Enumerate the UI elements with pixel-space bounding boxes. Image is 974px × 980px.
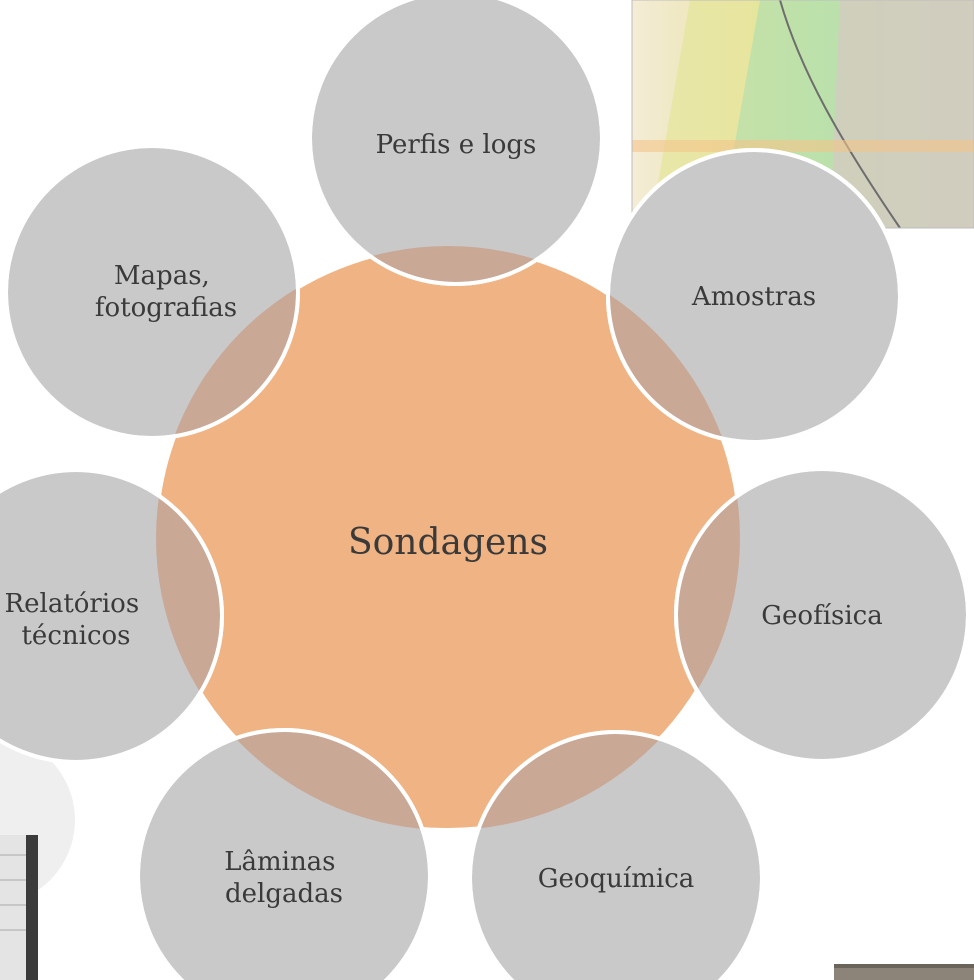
satellite-label-relatorios-line-1: Relatórios: [5, 589, 140, 619]
satellite-label-relatorios: Relatórios técnicos: [5, 589, 148, 651]
satellite-label-geofisica-line-1: Geofísica: [761, 601, 882, 631]
satellite-label-geofisica: Geofísica: [761, 601, 882, 631]
satellite-label-amostras-line-1: Amostras: [691, 282, 816, 312]
center-label: Sondagens: [348, 522, 548, 563]
overlap-amostras: [610, 246, 740, 440]
satellite-label-perfis: Perfis e logs: [376, 130, 537, 160]
core-photo-right: [834, 964, 974, 980]
satellite-label-mapas: Mapas, fotografias: [95, 261, 237, 323]
satellite-label-laminas-line-1: Lâminas: [224, 847, 335, 877]
satellite-label-mapas-line-1: Mapas,: [114, 261, 210, 291]
satellite-label-relatorios-line-2: técnicos: [21, 621, 130, 651]
satellite-label-mapas-line-2: fotografias: [95, 293, 237, 323]
overlap-mapas: [156, 246, 296, 436]
satellite-label-perfis-line-1: Perfis e logs: [376, 130, 537, 160]
core-photo-left: [0, 735, 75, 980]
satellite-label-laminas: Lâminas delgadas: [224, 847, 344, 909]
satellite-label-laminas-line-2: delgadas: [225, 879, 343, 909]
satellite-label-geoquimica: Geoquímica: [538, 864, 695, 894]
satellite-label-geoquimica-line-1: Geoquímica: [538, 864, 695, 894]
satellite-label-amostras: Amostras: [691, 282, 816, 312]
